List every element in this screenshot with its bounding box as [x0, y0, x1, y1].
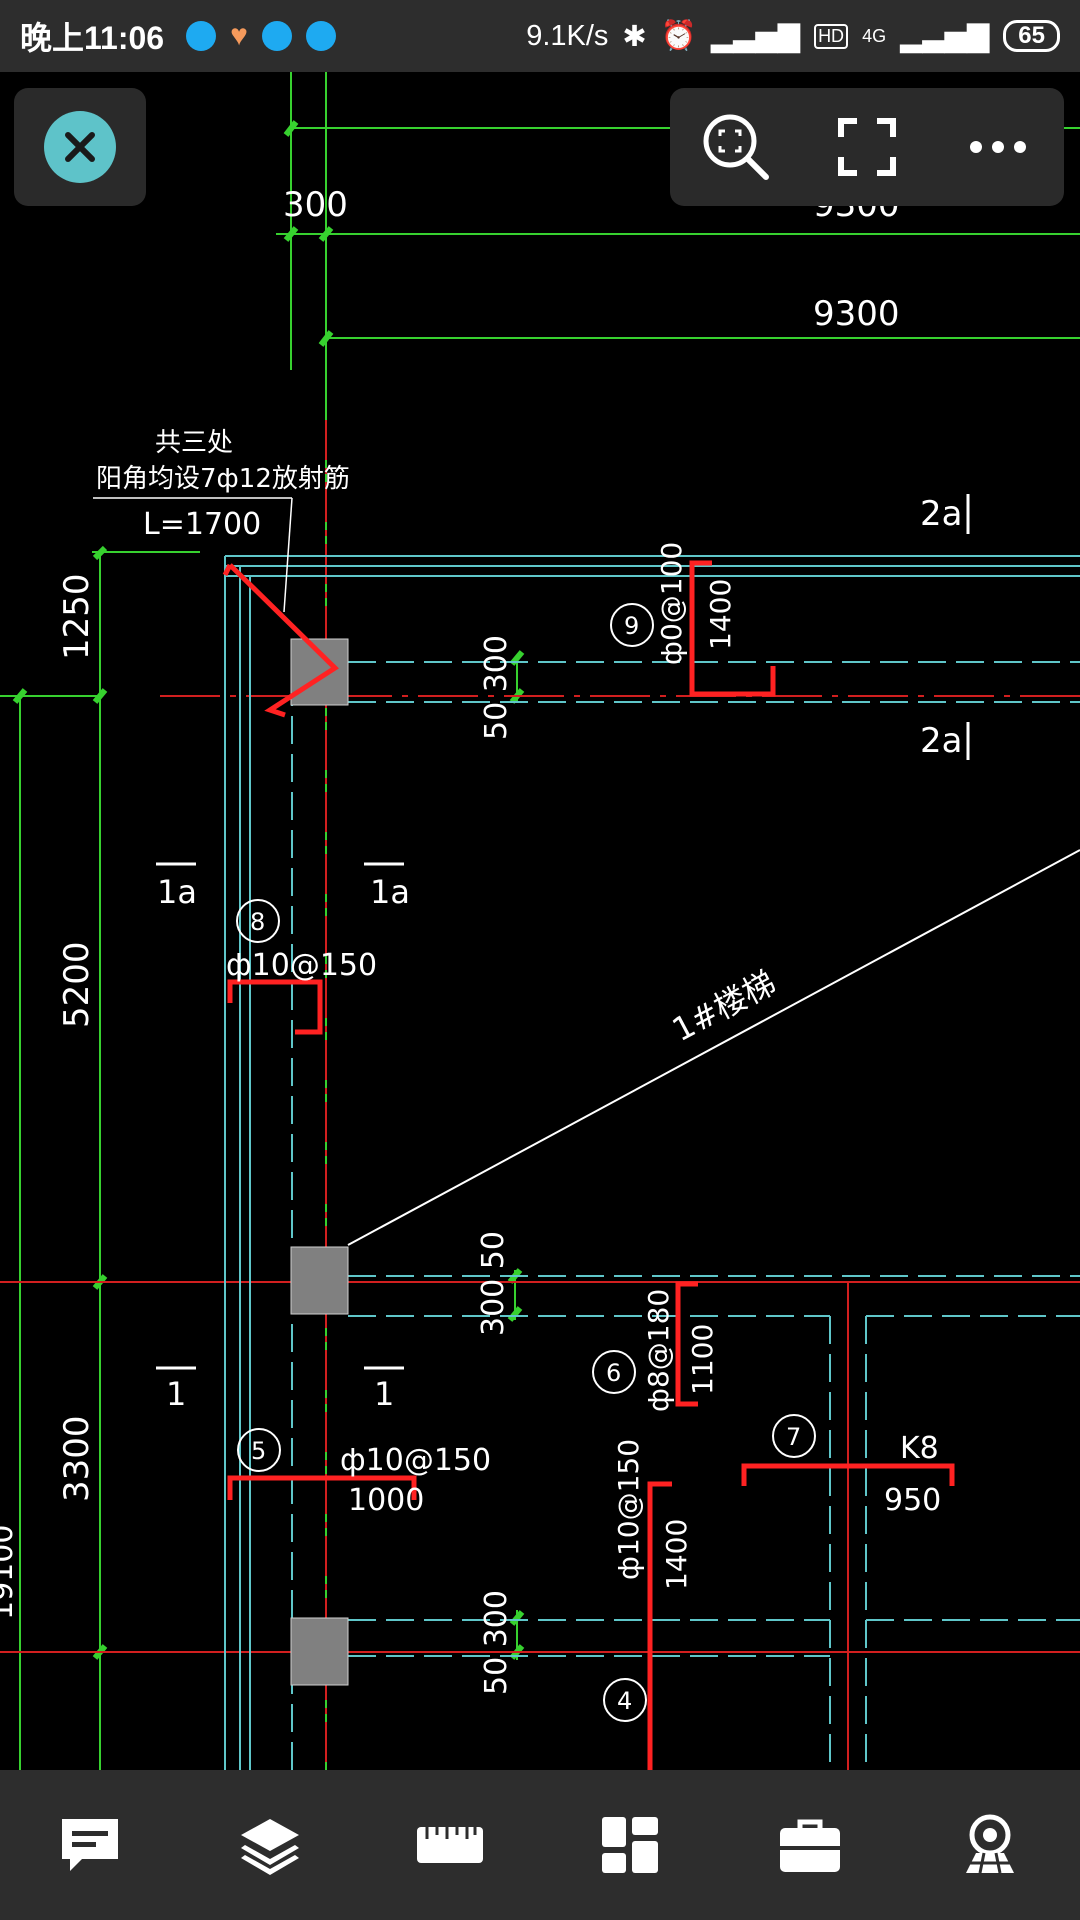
health-app-icon: ♥	[230, 19, 248, 52]
dim-partial: 19100	[0, 1525, 20, 1620]
wall-lines	[224, 555, 1080, 1770]
rebar-9-length: 1400	[704, 579, 737, 650]
section-1a-right: 1a	[370, 873, 410, 911]
section-1a-left: 1a	[157, 873, 197, 911]
rebar-7-length: 950	[884, 1483, 941, 1518]
ruler-icon	[417, 1827, 483, 1863]
rebar-7-mark: K8	[900, 1431, 939, 1466]
status-right: 9.1K/s ✱ ⏰ ▂▃▅▇ HD 4G ▂▃▅▇ 65	[526, 19, 1060, 54]
comment-button[interactable]	[45, 1800, 135, 1890]
app-notification-icon	[305, 21, 336, 51]
comment-icon	[62, 1819, 118, 1871]
cad-drawing-canvas[interactable]: 300 9300 9300 共三处 阳角均设7ф12放射筋 L=1700 2a …	[0, 72, 1080, 1770]
cell-signal-icon: ▂▃▅▇	[900, 20, 990, 53]
rebar-4-length: 1400	[660, 1519, 693, 1590]
status-bar: 晚上11:06 ♥ 9.1K/s ✱ ⏰ ▂▃▅▇ HD 4G ▂▃▅▇ 65	[0, 0, 1080, 72]
section-2a-top: 2a	[920, 494, 962, 534]
toolbox-icon	[780, 1819, 840, 1872]
rebar-9-spec: ф0@100	[655, 542, 688, 665]
close-button[interactable]	[44, 111, 116, 183]
ruler-button[interactable]	[405, 1800, 495, 1890]
fullscreen-icon	[837, 118, 896, 176]
alarm-icon: ⏰	[660, 20, 697, 52]
dim-50-300-bot: 50 300	[479, 1590, 514, 1695]
rebar-6-length: 1100	[686, 1324, 719, 1395]
network-type: 4G	[862, 25, 887, 46]
section-1-right: 1	[374, 1375, 394, 1413]
fullscreen-button[interactable]	[827, 107, 907, 187]
layout-button[interactable]	[585, 1800, 675, 1890]
dim-50-300-top: 50 300	[479, 635, 514, 740]
rebar-7-number: 7	[786, 1423, 801, 1451]
rebar-9-number: 9	[624, 612, 639, 640]
zoom-search-button[interactable]	[696, 107, 776, 187]
status-left: 晚上11:06 ♥	[20, 13, 336, 59]
dim-1250: 1250	[57, 573, 97, 660]
stair-label: 1#楼梯	[666, 963, 782, 1049]
columns	[290, 638, 349, 1686]
note-line3: L=1700	[143, 507, 261, 542]
wifi-signal-icon: ▂▃▅▇	[710, 20, 801, 53]
drawing-svg: 300 9300 9300 共三处 阳角均设7ф12放射筋 L=1700 2a …	[0, 72, 1080, 1770]
toolbox-button[interactable]	[765, 1800, 855, 1890]
note-line1: 共三处	[155, 428, 233, 458]
rebar-6-number: 6	[606, 1359, 621, 1387]
close-icon	[65, 132, 95, 162]
rebar-4-number: 4	[617, 1687, 632, 1715]
dim-3300: 3300	[57, 1415, 97, 1502]
rebar-5-spec: ф10@150	[340, 1443, 491, 1478]
rebar-8-number: 8	[250, 908, 265, 936]
note-leader	[283, 497, 293, 613]
section-1-left: 1	[166, 1375, 186, 1413]
app-notification-icon	[186, 21, 217, 51]
app-notification-icon	[261, 21, 292, 51]
dim-300-top: 300	[283, 185, 348, 225]
reference-circles	[236, 603, 816, 1722]
bluetooth-icon: ✱	[622, 20, 647, 53]
battery-indicator: 65	[1003, 20, 1060, 52]
zoom-search-icon	[703, 114, 769, 180]
network-speed: 9.1K/s	[526, 19, 609, 52]
axis-lines	[0, 420, 1080, 1770]
hd-badge: HD	[814, 23, 849, 49]
bottom-toolbar	[0, 1770, 1080, 1920]
status-time: 晚上11:06	[20, 20, 165, 56]
layers-button[interactable]	[225, 1800, 315, 1890]
rebar-8-spec: ф10@150	[226, 948, 377, 983]
section-2a-bottom: 2a	[920, 721, 962, 761]
more-icon	[970, 141, 1027, 153]
layers-icon	[241, 1819, 299, 1875]
vr-view-icon	[966, 1814, 1014, 1874]
stair-line	[347, 849, 1080, 1246]
layout-icon	[602, 1817, 658, 1873]
top-tools-panel	[670, 88, 1064, 206]
rebar-5-number: 5	[251, 1437, 266, 1465]
close-panel	[14, 88, 146, 206]
more-button[interactable]	[958, 107, 1038, 187]
rebar-6-spec: ф8@180	[642, 1289, 675, 1412]
dim-5200: 5200	[57, 941, 97, 1028]
rebar-marks	[222, 560, 955, 1770]
vr-view-button[interactable]	[945, 1800, 1035, 1890]
dim-300-50-mid: 300 50	[476, 1231, 511, 1336]
rebar-4-spec: ф10@150	[612, 1439, 645, 1580]
dim-9300-b: 9300	[813, 294, 900, 334]
note-line2: 阳角均设7ф12放射筋	[96, 464, 350, 494]
section-bars	[156, 494, 970, 1370]
rebar-5-length: 1000	[348, 1483, 424, 1518]
